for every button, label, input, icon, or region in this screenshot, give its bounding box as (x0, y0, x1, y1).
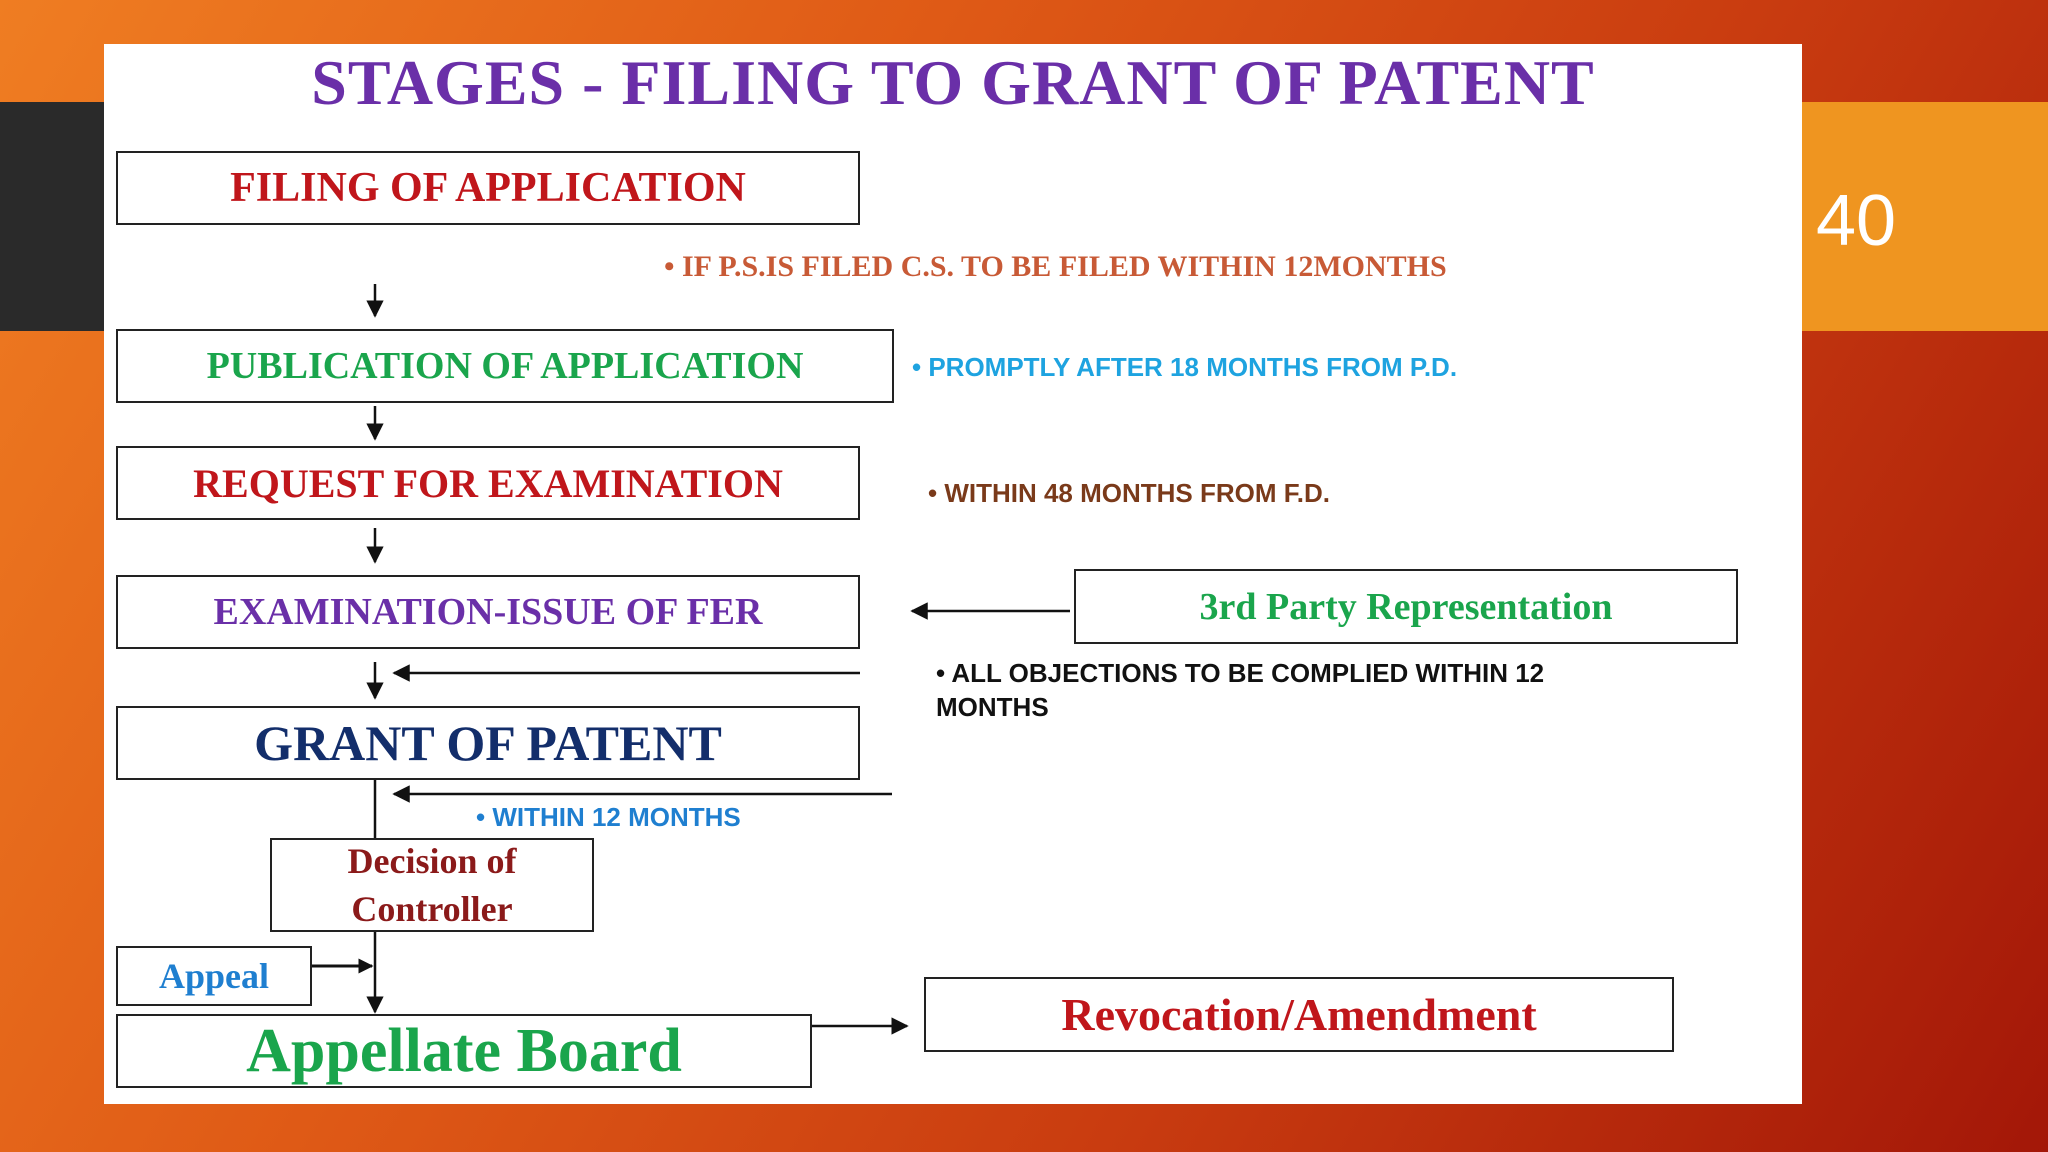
decision-of-controller-label-line1: Decision of (347, 841, 517, 881)
appeal-box: Appeal (116, 946, 312, 1006)
third-party-representation-label: 3rd Party Representation (1199, 585, 1613, 628)
filing-of-application-box: FILING OF APPLICATION (116, 151, 860, 225)
third-party-representation-box: 3rd Party Representation (1074, 569, 1738, 644)
ps-cs-note: • IF P.S.IS FILED C.S. TO BE FILED WITHI… (664, 250, 1447, 283)
request-for-examination-label: REQUEST FOR EXAMINATION (193, 460, 783, 506)
examination-issue-of-fer-label: EXAMINATION-ISSUE OF FER (213, 591, 763, 633)
slide-number: 40 (1816, 181, 1897, 261)
publication-of-application-label: PUBLICATION OF APPLICATION (206, 345, 804, 387)
decision-of-controller-box: Decision of Controller (270, 838, 594, 932)
decision-of-controller-label-line2: Controller (351, 889, 513, 929)
objections-note-line1: • ALL OBJECTIONS TO BE COMPLIED WITHIN 1… (936, 658, 1545, 688)
grant-of-patent-label: GRANT OF PATENT (254, 715, 722, 771)
diagram-panel: STAGES - FILING TO GRANT OF PATENT FILIN… (104, 44, 1802, 1104)
grant-of-patent-box: GRANT OF PATENT (116, 706, 860, 780)
request-for-examination-box: REQUEST FOR EXAMINATION (116, 446, 860, 520)
appellate-board-box: Appellate Board (116, 1014, 812, 1088)
right-orange-band (1802, 102, 2048, 331)
revocation-amendment-box: Revocation/Amendment (924, 977, 1674, 1052)
publication-of-application-box: PUBLICATION OF APPLICATION (116, 329, 894, 403)
appellate-board-label: Appellate Board (246, 1016, 682, 1085)
revocation-amendment-label: Revocation/Amendment (1061, 989, 1537, 1040)
appeal-label: Appeal (158, 956, 270, 996)
connector-lines (312, 284, 1070, 1035)
filing-of-application-label: FILING OF APPLICATION (230, 165, 746, 211)
publication-note: • PROMPTLY AFTER 18 MONTHS FROM P.D. (912, 352, 1458, 382)
request-note: • WITHIN 48 MONTHS FROM F.D. (928, 478, 1330, 508)
slide-title: STAGES - FILING TO GRANT OF PATENT (311, 47, 1595, 118)
examination-issue-of-fer-box: EXAMINATION-ISSUE OF FER (116, 575, 860, 649)
objections-note-line2: MONTHS (936, 692, 1049, 722)
within-12-months-note: • WITHIN 12 MONTHS (476, 802, 741, 832)
left-dark-band (0, 102, 104, 331)
